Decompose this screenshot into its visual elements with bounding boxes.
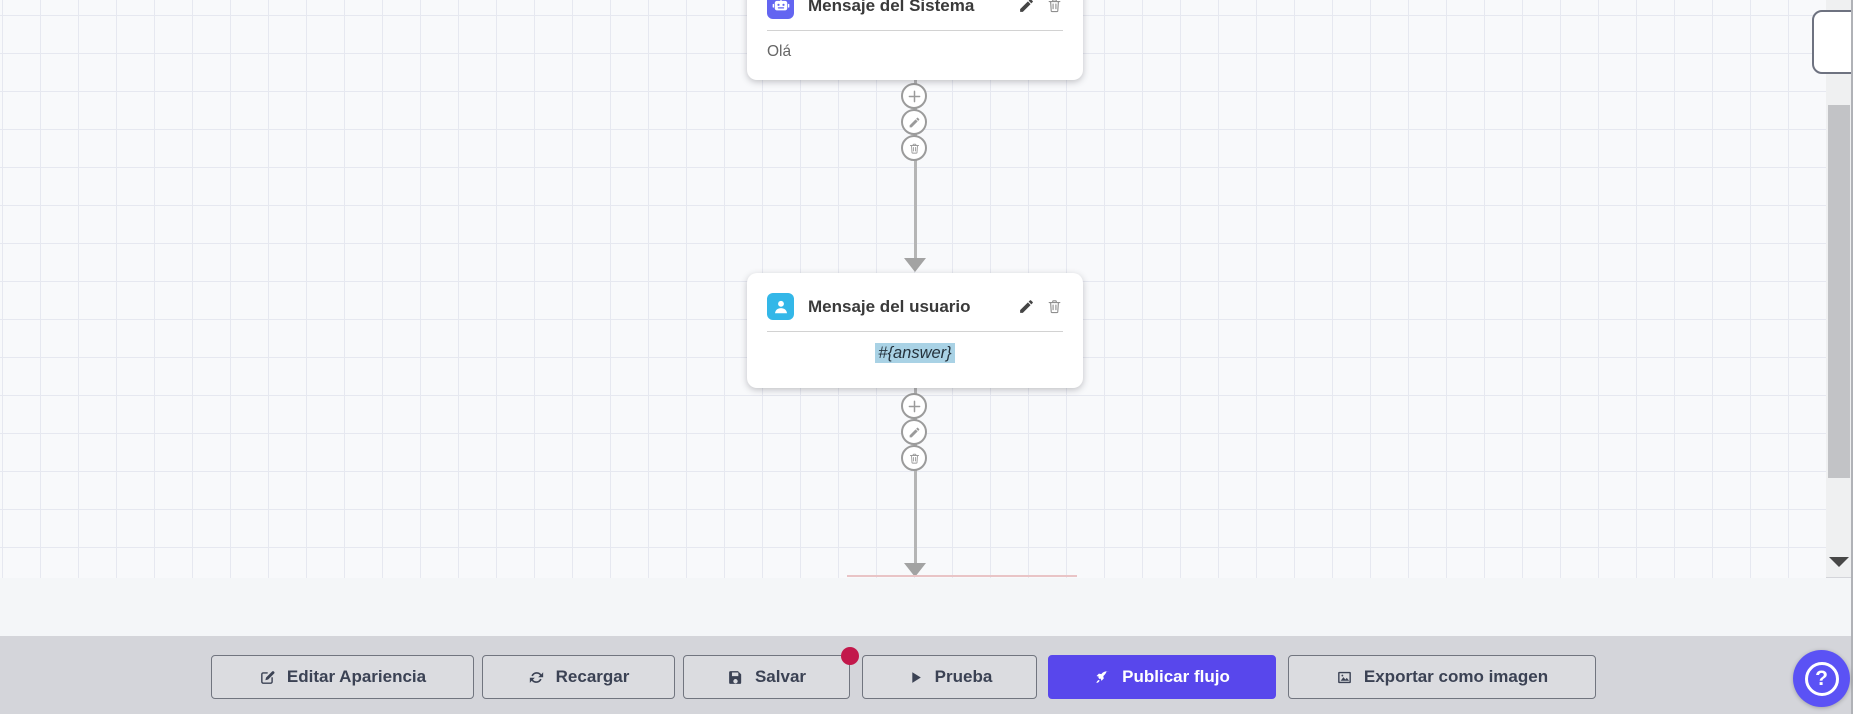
scrollbar-thumb[interactable] [1828, 105, 1850, 478]
node-divider [767, 331, 1063, 332]
node-user-message[interactable]: Mensaje del usuario #{answer} [747, 273, 1083, 388]
pencil-icon [909, 427, 919, 437]
node-content: #{answer} [747, 332, 1083, 363]
arrow-down-icon [904, 563, 926, 577]
node-actions [1018, 298, 1063, 315]
canvas-footer-strip [0, 578, 1853, 636]
delete-connector-button[interactable] [901, 445, 927, 471]
save-icon [729, 670, 742, 684]
edit-connector-button[interactable] [901, 109, 927, 135]
delete-node-icon[interactable] [1046, 298, 1063, 315]
window-right-edge [1851, 0, 1853, 714]
clipped-node-top-edge [847, 575, 1077, 577]
plus-icon [908, 90, 920, 102]
clipped-side-panel[interactable] [1812, 10, 1853, 74]
edit-node-icon[interactable] [1018, 0, 1035, 14]
robot-icon [767, 0, 794, 19]
button-label: Recargar [555, 667, 630, 686]
button-label: Salvar [754, 667, 807, 686]
button-label: Publicar flujo [1122, 667, 1230, 686]
scrollbar-down-arrow-icon[interactable] [1829, 557, 1849, 567]
button-label: Editar Apariencia [286, 667, 427, 686]
refresh-icon [529, 671, 543, 683]
connector-actions [901, 393, 927, 471]
save-button[interactable]: Salvar [683, 655, 850, 699]
arrow-down-icon [904, 258, 926, 272]
pencil-icon [909, 117, 919, 127]
person-icon [767, 293, 794, 320]
publish-flow-button[interactable]: Publicar flujo [1048, 655, 1276, 699]
edit-square-icon [261, 670, 275, 684]
delete-connector-button[interactable] [901, 135, 927, 161]
delete-node-icon[interactable] [1046, 0, 1063, 14]
trash-icon [909, 453, 919, 464]
edit-appearance-button[interactable]: Editar Apariencia [211, 655, 474, 699]
node-divider [767, 30, 1063, 31]
image-icon [1338, 671, 1351, 683]
edit-connector-button[interactable] [901, 419, 927, 445]
add-node-button[interactable] [901, 83, 927, 109]
node-content: Olá [767, 43, 792, 60]
plus-icon [908, 400, 920, 412]
add-node-button[interactable] [901, 393, 927, 419]
bottom-toolbar: Editar Apariencia Recargar Salvar Prueba… [0, 636, 1853, 714]
connector-line [914, 386, 917, 566]
unsaved-changes-badge [841, 647, 859, 665]
question-mark-icon: ? [1804, 661, 1839, 696]
button-label: Exportar como imagen [1363, 667, 1549, 686]
button-label: Prueba [934, 667, 993, 686]
play-icon [911, 671, 921, 683]
connector-line [914, 78, 917, 260]
reload-button[interactable]: Recargar [482, 655, 675, 699]
vertical-scrollbar[interactable] [1826, 0, 1853, 577]
rocket-icon [1096, 670, 1109, 683]
connector-actions [901, 83, 927, 161]
node-actions [1018, 0, 1063, 14]
edit-node-icon[interactable] [1018, 298, 1035, 315]
answer-variable-chip: #{answer} [875, 343, 955, 363]
export-image-button[interactable]: Exportar como imagen [1288, 655, 1596, 699]
node-title: Mensaje del Sistema [808, 0, 975, 15]
help-button[interactable]: ? [1793, 650, 1850, 707]
trash-icon [909, 143, 919, 154]
flow-canvas[interactable]: Mensaje del Sistema Olá Mensaje del usua… [0, 0, 1826, 578]
node-header: Mensaje del usuario [747, 273, 1083, 320]
node-header: Mensaje del Sistema [747, 0, 1083, 19]
node-system-message[interactable]: Mensaje del Sistema Olá [747, 0, 1083, 80]
node-title: Mensaje del usuario [808, 296, 971, 316]
test-button[interactable]: Prueba [862, 655, 1037, 699]
